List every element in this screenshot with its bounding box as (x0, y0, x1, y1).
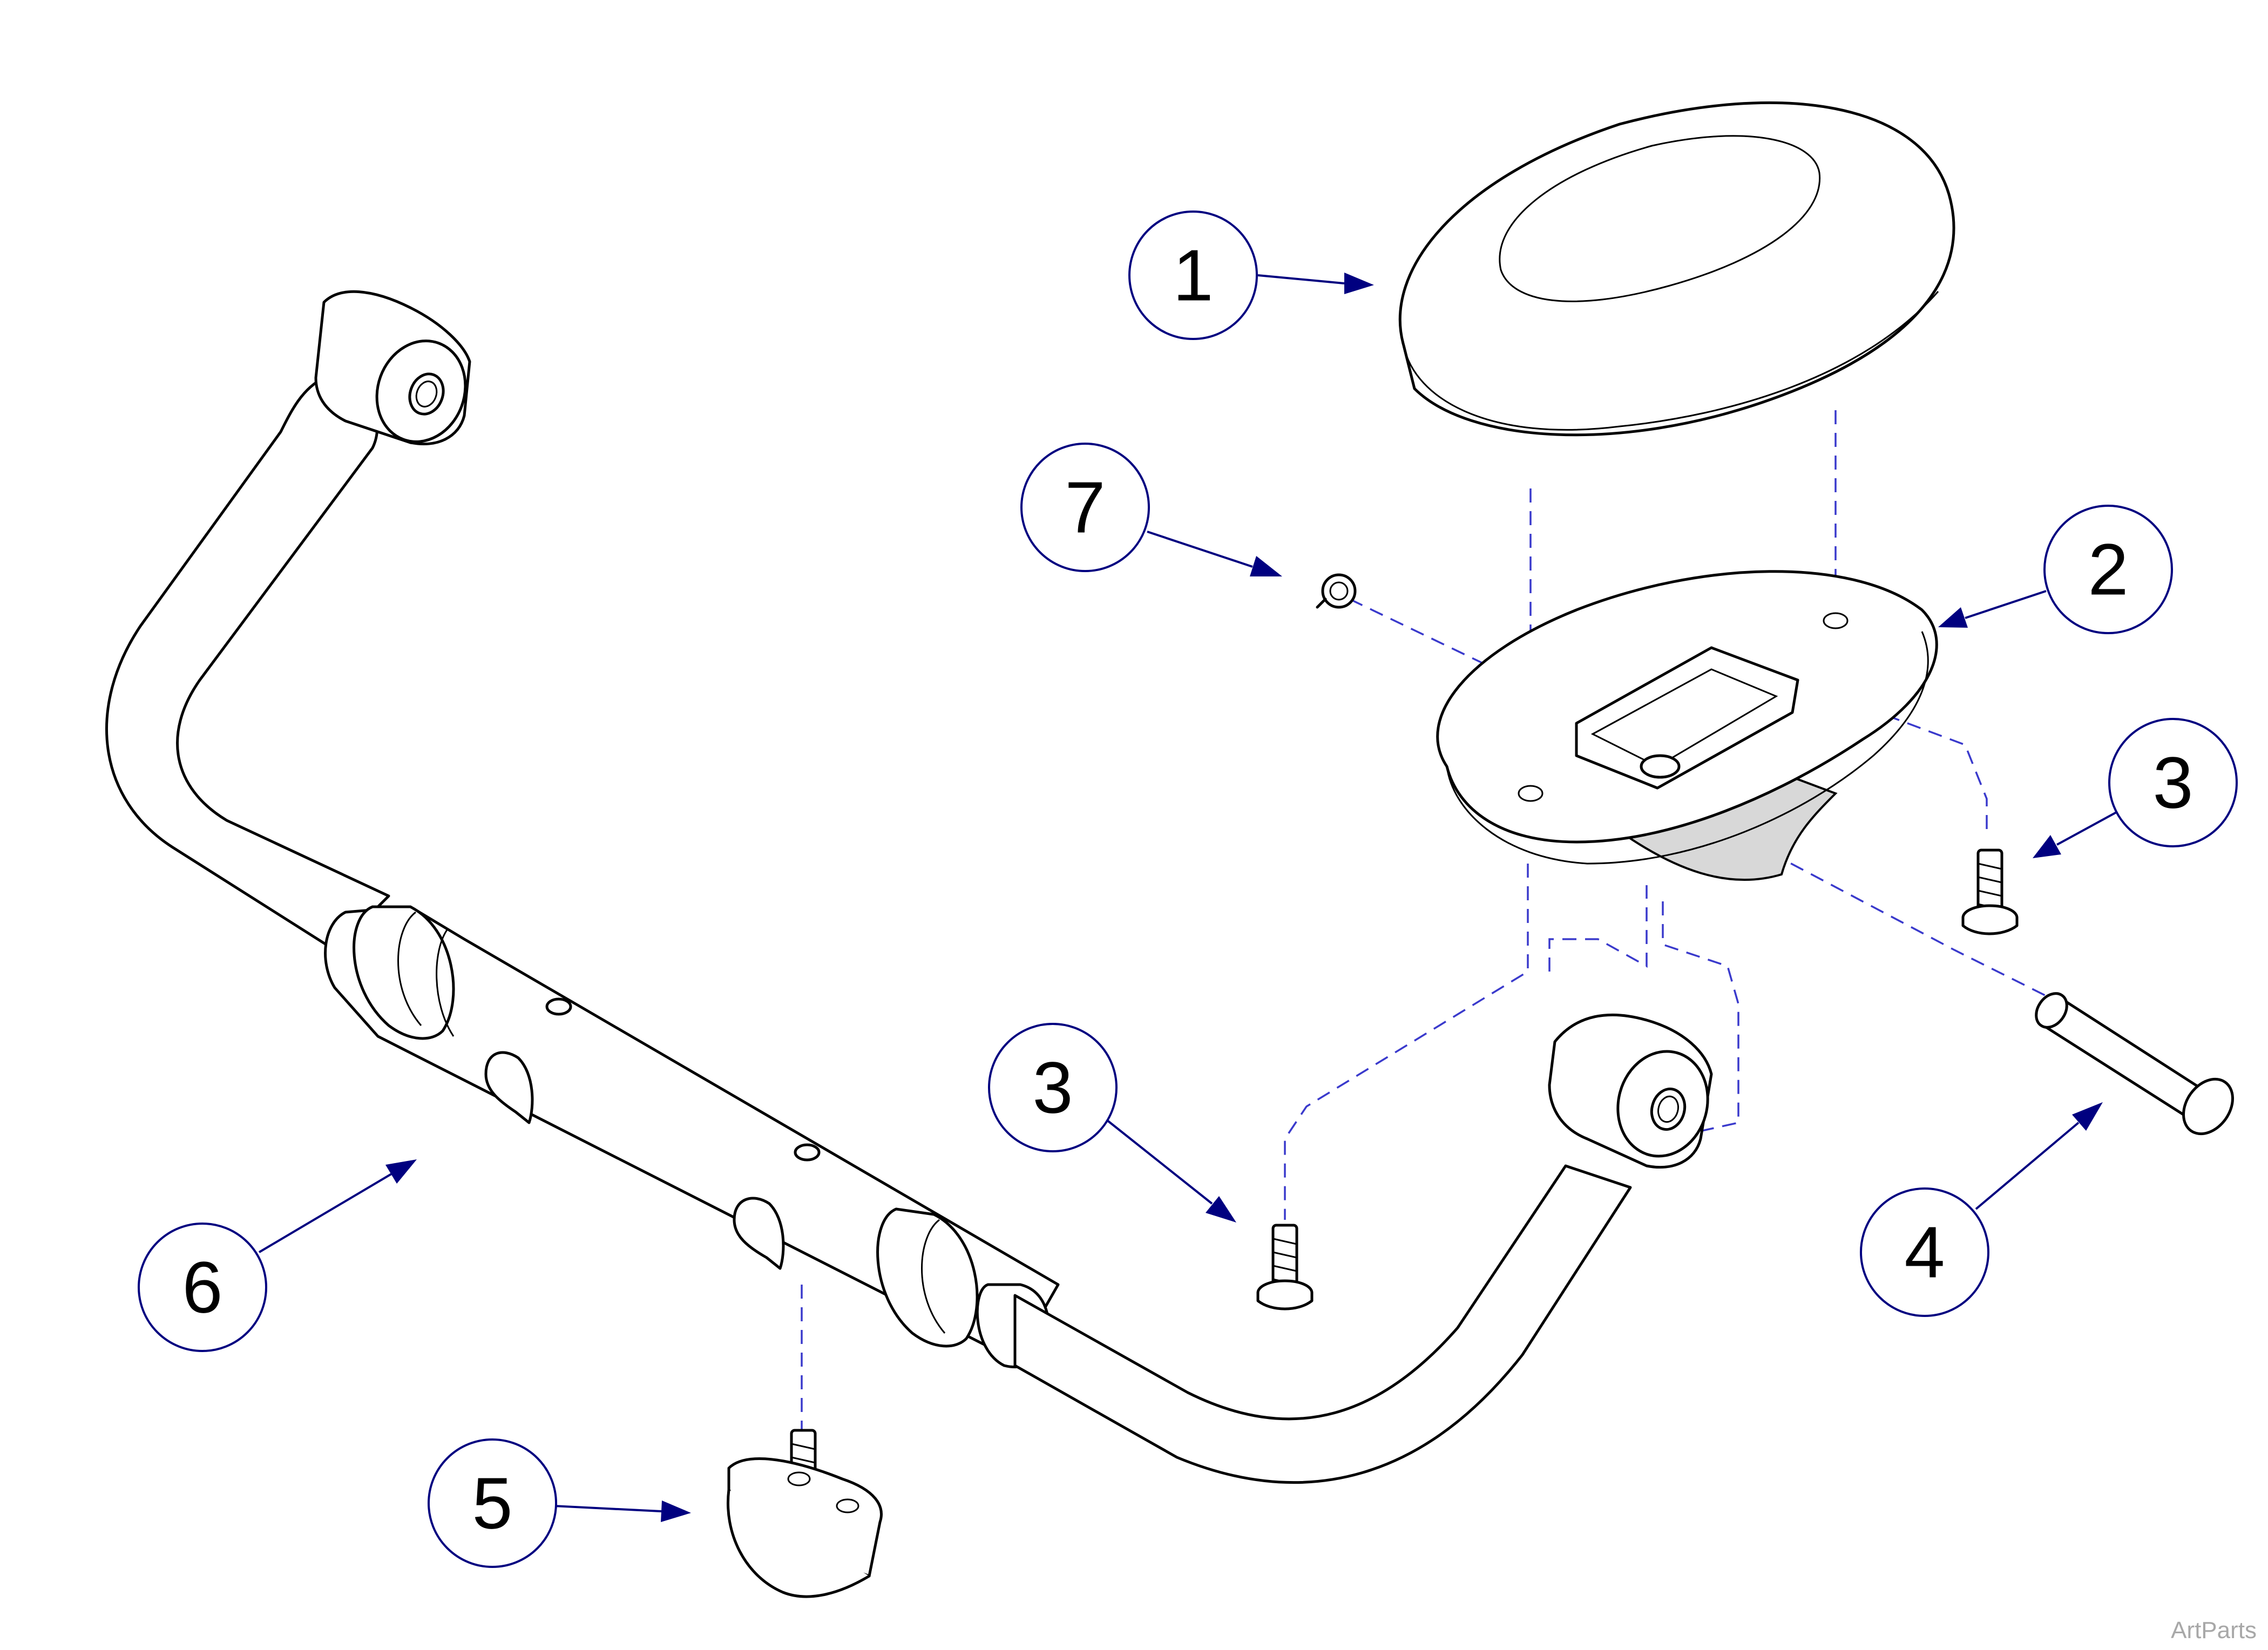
callout-3-left: 3 (988, 1023, 1118, 1152)
knob-part (727, 1429, 883, 1598)
watermark-text: ArtParts (2171, 1617, 2257, 1644)
callout-3-right: 3 (2108, 718, 2238, 847)
callout-3-right-label: 3 (2152, 742, 2193, 824)
pad-part (1398, 101, 1955, 437)
callout-7-label: 7 (1065, 467, 1105, 548)
callout-1: 1 (1128, 211, 1258, 340)
callout-5: 5 (428, 1438, 557, 1568)
callout-3-left-label: 3 (1032, 1047, 1073, 1129)
callout-6-label: 6 (182, 1247, 222, 1328)
leader-arrows (258, 273, 2117, 1522)
pin-part (2035, 992, 2234, 1136)
screw-part-right (1961, 848, 2019, 935)
callout-6: 6 (138, 1223, 267, 1352)
callout-1-label: 1 (1173, 235, 1213, 316)
screw-part-left (1256, 1224, 1314, 1311)
callout-2: 2 (2043, 505, 2173, 634)
callout-4-label: 4 (1904, 1212, 1945, 1293)
callout-7: 7 (1020, 443, 1150, 572)
clip-part (1316, 573, 1357, 609)
base-plate-part (1436, 570, 1938, 881)
callout-4: 4 (1860, 1187, 1989, 1317)
callout-2-label: 2 (2088, 529, 2128, 610)
callout-5-label: 5 (472, 1463, 512, 1544)
handle-bar-part (105, 290, 1713, 1484)
